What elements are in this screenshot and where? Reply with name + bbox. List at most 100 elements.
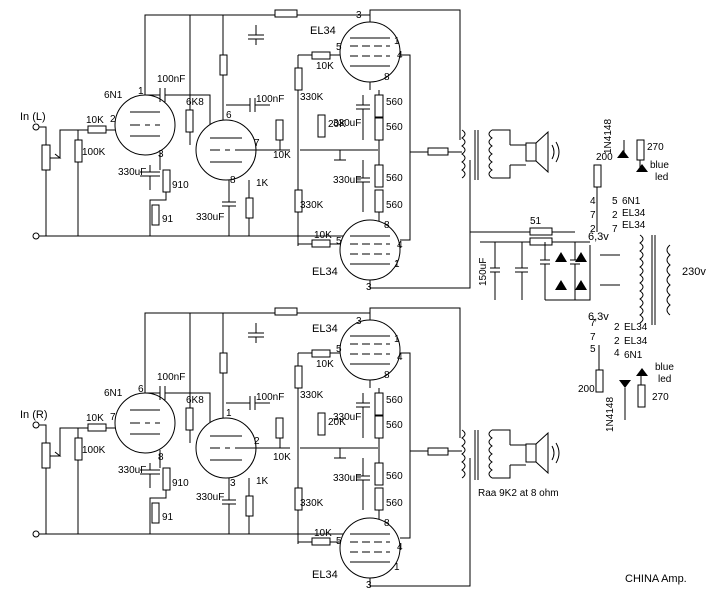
- svg-text:7: 7: [590, 318, 596, 329]
- hum-pot-bot: [595, 369, 604, 393]
- svg-text:560: 560: [386, 471, 403, 482]
- svg-text:1: 1: [394, 259, 400, 270]
- svg-text:1: 1: [138, 86, 144, 97]
- svg-text:EL34: EL34: [312, 569, 338, 581]
- cathode-560-c-right: [374, 462, 384, 486]
- cathode-560-b-left: [374, 117, 384, 141]
- svg-text:330K: 330K: [300, 200, 324, 211]
- input-ground-right: [32, 530, 40, 538]
- svg-text:100nF: 100nF: [157, 372, 185, 383]
- svg-text:100K: 100K: [82, 147, 106, 158]
- svg-text:910: 910: [172, 478, 189, 489]
- svg-text:6N1: 6N1: [624, 350, 643, 361]
- tube-el34-top-right: [339, 319, 401, 381]
- svg-text:5: 5: [336, 236, 342, 247]
- hum-pot-top: [593, 164, 602, 188]
- svg-text:1K: 1K: [256, 178, 269, 189]
- svg-text:91: 91: [162, 512, 174, 523]
- svg-text:3: 3: [366, 282, 372, 293]
- svg-text:330K: 330K: [300, 390, 324, 401]
- grid-leak-left: [74, 139, 83, 163]
- svg-text:6K8: 6K8: [186, 97, 204, 108]
- svg-text:20K: 20K: [328, 119, 346, 130]
- svg-text:1: 1: [226, 408, 232, 419]
- screen-resistor-right: [427, 447, 449, 456]
- anode-load-6k8-right: [185, 407, 194, 431]
- svg-text:EL34: EL34: [312, 266, 338, 278]
- supply-r51-b: [529, 237, 553, 246]
- svg-text:330uF: 330uF: [118, 465, 146, 476]
- balance-pot-left: [275, 119, 284, 141]
- svg-text:91: 91: [162, 214, 174, 225]
- speaker-right: [525, 443, 537, 463]
- svg-text:100nF: 100nF: [256, 392, 284, 403]
- svg-text:10K: 10K: [314, 528, 332, 539]
- svg-text:330uF: 330uF: [333, 473, 361, 484]
- svg-text:EL34: EL34: [622, 220, 646, 231]
- svg-text:200: 200: [578, 384, 595, 395]
- cathode-560-d-left: [374, 189, 384, 213]
- cathode-560-b-right: [374, 415, 384, 439]
- grid-stopper-bot-left: [311, 239, 331, 248]
- anode-load-b-left: [219, 54, 228, 76]
- svg-text:8: 8: [158, 452, 164, 463]
- svg-text:330uF: 330uF: [333, 118, 361, 129]
- svg-text:20K: 20K: [328, 417, 346, 428]
- volume-pot-left: [41, 144, 51, 171]
- svg-text:6: 6: [226, 110, 232, 121]
- tube-el34-bot-right: [339, 517, 401, 579]
- input-ground-left: [32, 232, 40, 240]
- svg-text:330uF: 330uF: [118, 167, 146, 178]
- tube-el34-top-left: [339, 21, 401, 83]
- bias-pot-left: [317, 114, 326, 138]
- svg-text:6: 6: [138, 384, 144, 395]
- svg-text:1K: 1K: [256, 476, 269, 487]
- cathode-560-a-right: [374, 392, 384, 416]
- svg-text:270: 270: [647, 142, 664, 153]
- cathode-560-a-left: [374, 94, 384, 118]
- svg-text:3: 3: [366, 580, 372, 591]
- svg-text:EL34: EL34: [624, 336, 648, 347]
- svg-text:10K: 10K: [273, 452, 291, 463]
- svg-text:10K: 10K: [316, 359, 334, 370]
- svg-text:2: 2: [254, 436, 260, 447]
- supply-r51-a: [529, 227, 553, 236]
- svg-text:8: 8: [384, 518, 390, 529]
- svg-text:560: 560: [386, 97, 403, 108]
- footer-title: CHINA Amp.: [625, 573, 687, 585]
- svg-text:2: 2: [612, 210, 618, 221]
- anode-load-b-right: [219, 352, 228, 374]
- svg-text:7: 7: [612, 224, 618, 235]
- grid-stopper-bot-right: [311, 537, 331, 546]
- led-r270-top: [636, 139, 645, 161]
- svg-text:910: 910: [172, 180, 189, 191]
- svg-text:10K: 10K: [273, 150, 291, 161]
- svg-text:330K: 330K: [300, 92, 324, 103]
- svg-text:8: 8: [384, 72, 390, 83]
- svg-text:51: 51: [530, 216, 542, 227]
- input-label-right: In (R): [20, 409, 48, 421]
- svg-text:7: 7: [254, 138, 260, 149]
- b-plus-resistor-right: [274, 307, 298, 316]
- channel-left: In (L) 10K 100K 6N1 1 2 3 100nF 910 330u…: [20, 9, 560, 293]
- svg-text:5: 5: [336, 344, 342, 355]
- svg-text:3: 3: [158, 149, 164, 160]
- svg-text:6,3v: 6,3v: [588, 231, 609, 243]
- svg-text:3: 3: [356, 316, 362, 327]
- svg-text:blue: blue: [650, 160, 669, 171]
- cathode-r910-right: [162, 467, 171, 491]
- svg-text:330uF: 330uF: [333, 412, 361, 423]
- power-supply: 51 150uF 6,3v 6,3v 230v 200 1N4148 270 b…: [470, 119, 706, 432]
- power-transformer: [639, 234, 671, 325]
- volume-pot-right: [41, 442, 51, 469]
- svg-text:4: 4: [397, 542, 403, 553]
- svg-text:6N1: 6N1: [622, 196, 641, 207]
- svg-text:4: 4: [397, 352, 403, 363]
- svg-text:1: 1: [394, 562, 400, 573]
- svg-text:6,3v: 6,3v: [588, 311, 609, 323]
- screen-resistor-left: [427, 147, 449, 156]
- svg-text:100K: 100K: [82, 445, 106, 456]
- output-transformer-right: [461, 429, 493, 480]
- svg-text:7: 7: [590, 332, 596, 343]
- cathode-r91-right: [151, 502, 160, 524]
